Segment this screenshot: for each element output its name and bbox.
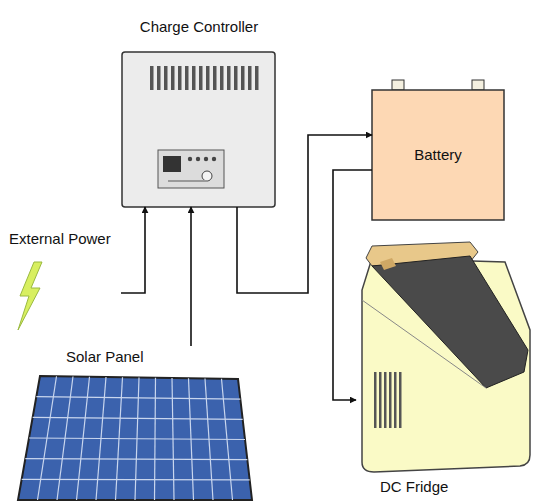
cell-line <box>29 438 245 440</box>
vent-slot <box>255 66 259 90</box>
vent-slot <box>394 372 397 428</box>
node-label: DC Fridge <box>380 478 448 496</box>
vent-slot <box>178 66 182 90</box>
controller-vents <box>150 66 259 90</box>
wire-arrow <box>237 135 372 293</box>
wire-arrow <box>121 207 145 293</box>
vent-slot <box>171 66 175 90</box>
cell-line <box>36 397 240 400</box>
power-source-node: External Power <box>5 228 121 332</box>
battery-case <box>372 90 504 220</box>
controller-housing <box>122 52 275 207</box>
button <box>188 157 192 161</box>
vent-slot <box>213 66 217 90</box>
cell-line <box>22 479 250 481</box>
battery-terminal <box>472 80 484 90</box>
node-label: Charge Controller <box>140 18 258 36</box>
panel-strip <box>168 180 208 182</box>
vent-slot <box>185 66 189 90</box>
vent-slot <box>389 372 392 428</box>
display-screen <box>163 156 181 172</box>
fridge-seam <box>362 300 486 388</box>
vent-slot <box>150 66 154 90</box>
node-label: External Power <box>9 230 111 248</box>
battery-terminal <box>392 80 404 90</box>
vent-slot <box>199 66 203 90</box>
vent-slot <box>234 66 238 90</box>
node-label: Battery <box>414 146 462 164</box>
vent-slot <box>399 372 402 428</box>
fridge-vents <box>374 372 402 428</box>
fridge-node: DC Fridge <box>356 242 534 500</box>
vent-slot <box>192 66 196 90</box>
fridge-latch <box>380 258 396 270</box>
vent-slot <box>379 372 382 428</box>
vent-slot <box>227 66 231 90</box>
panel-cells <box>22 376 250 500</box>
node-label: Solar Panel <box>66 348 144 366</box>
vent-slot <box>164 66 168 90</box>
vent-slot <box>374 372 377 428</box>
vent-slot <box>384 372 387 428</box>
button <box>212 157 216 161</box>
knob <box>202 171 212 181</box>
battery-node: Battery <box>372 90 504 220</box>
vent-slot <box>248 66 252 90</box>
lightning-bolt <box>18 262 42 330</box>
cell-line <box>25 459 247 460</box>
control-panel <box>158 150 224 188</box>
fridge-lid <box>372 256 528 388</box>
wire-arrow <box>333 170 372 400</box>
vent-slot <box>157 66 161 90</box>
vent-slot <box>220 66 224 90</box>
solar-panel-node: Solar Panel <box>14 346 256 503</box>
button <box>196 157 200 161</box>
wire-arrow <box>190 207 192 346</box>
vent-slot <box>206 66 210 90</box>
button <box>204 157 208 161</box>
controller-node: Charge Controller <box>118 14 280 207</box>
solar-panel <box>18 376 252 500</box>
cell-line <box>33 417 243 419</box>
vent-slot <box>241 66 245 90</box>
